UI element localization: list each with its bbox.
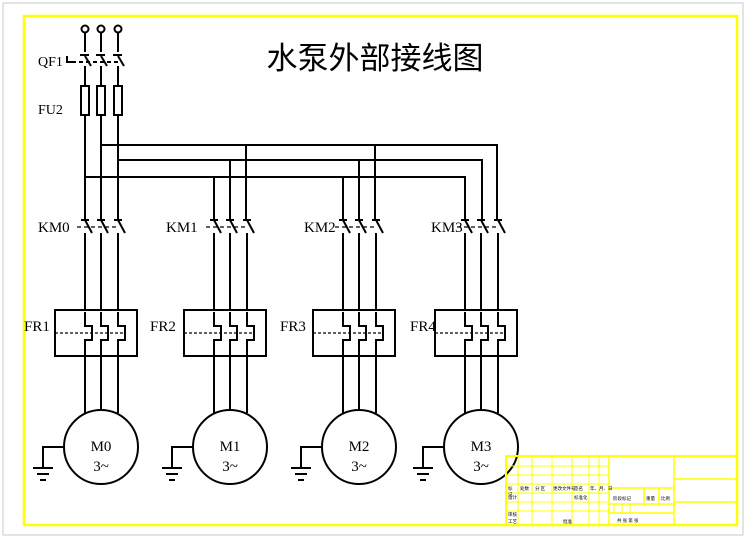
supply-wires (66, 33, 125, 86)
motor-phase: 3~ (222, 459, 238, 475)
motor-phase: 3~ (351, 459, 367, 475)
tb-stage: 阶段标记 (613, 495, 631, 502)
page-edge (2, 2, 744, 536)
tb-change: 更改文件号 (553, 485, 576, 492)
tb-mark: 标 (508, 485, 513, 492)
tb-weight: 重量 (646, 495, 655, 502)
contactor-label: KM1 (166, 220, 198, 236)
branch-1 (162, 219, 268, 485)
tb-date: 年、月、日 (590, 485, 613, 492)
tb-mark2: 记 (508, 491, 513, 497)
diagram-title: 水泵外部接线图 (267, 41, 484, 76)
motor-phase: 3~ (93, 459, 109, 475)
tb-approve: 批准 (563, 518, 572, 525)
fuses (80, 85, 123, 116)
tb-count: 处数 (520, 485, 529, 492)
contactor-label: KM3 (431, 220, 463, 236)
motor-name: M1 (220, 439, 241, 455)
branch-3 (413, 219, 519, 485)
motor-name: M3 (471, 439, 492, 455)
contactor-label: KM2 (304, 220, 336, 236)
tb-zone: 分 区 (535, 485, 546, 492)
relay-label: FR3 (280, 319, 306, 335)
title-block: 标 记 处数 分 区 更改文件号 签名 年、月、日 设计 标准化 审核 工艺 批… (505, 455, 738, 526)
qf1-label: QF1 (38, 55, 63, 70)
branch-0 (33, 219, 139, 485)
relay-label: FR4 (410, 319, 436, 335)
relay-label: FR1 (24, 319, 50, 335)
tb-sheet: 共 张 第 张 (617, 517, 639, 524)
motor-name: M2 (349, 439, 370, 455)
drawing-frame (22, 14, 739, 527)
relay-label: FR2 (150, 319, 176, 335)
tb-design: 设计 (508, 494, 517, 501)
fu2-label: FU2 (38, 103, 63, 118)
tb-review: 审核 (508, 511, 517, 518)
bus-wiring (84, 115, 498, 220)
contactor-label: KM0 (38, 220, 70, 236)
tb-sign: 签名 (574, 485, 583, 492)
branch-2 (291, 219, 397, 485)
motor-phase: 3~ (473, 459, 489, 475)
motor-name: M0 (91, 439, 112, 455)
supply-terminals (80, 24, 123, 34)
tb-standard: 标准化 (574, 494, 588, 501)
tb-scale: 比例 (661, 495, 670, 502)
tb-craft: 工艺 (508, 519, 517, 524)
